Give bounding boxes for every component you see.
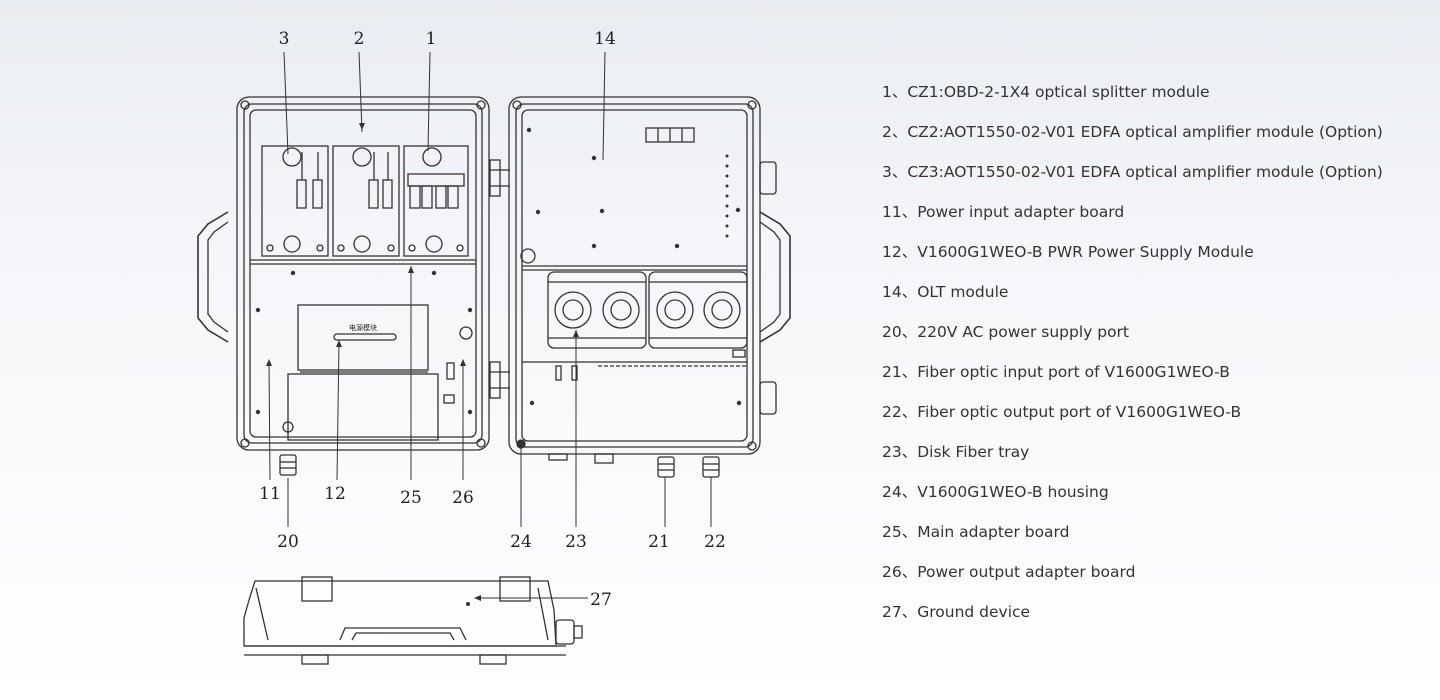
left-door: [197, 96, 490, 451]
callout-22: 22: [704, 532, 726, 552]
legend-item: 1、CZ1:OBD-2-1X4 optical splitter module: [882, 83, 1210, 101]
callouts: 3 2 1 14 11 12 25 26 20 24 23 21 22 27: [259, 29, 726, 610]
module-label: 电源模块: [349, 323, 377, 332]
callout-11: 11: [259, 484, 281, 504]
legend-item: 11、Power input adapter board: [882, 203, 1125, 221]
legend-item: 22、Fiber optic output port of V1600G1WEO…: [882, 403, 1242, 421]
legend-item: 14、OLT module: [882, 283, 1009, 301]
legend-item: 23、Disk Fiber tray: [882, 443, 1030, 461]
legend-item: 20、220V AC power supply port: [882, 323, 1130, 341]
callout-1: 1: [426, 29, 437, 49]
legend-item: 24、V1600G1WEO-B housing: [882, 483, 1109, 501]
callout-12: 12: [324, 484, 346, 504]
callout-24: 24: [510, 532, 532, 552]
legend-item: 25、Main adapter board: [882, 523, 1070, 541]
legend-list: 1、CZ1:OBD-2-1X4 optical splitter module …: [882, 80, 1402, 640]
module-cz2: [332, 145, 400, 257]
callout-23: 23: [565, 532, 587, 552]
module-cz1: [403, 145, 469, 257]
right-body: [508, 96, 791, 464]
power-supply-module: [282, 304, 455, 441]
fiber-tray: [547, 271, 748, 349]
side-view: [243, 576, 583, 665]
enclosure-diagram: 电源模块 3 2 1 14 11 12 25 26 20 24 23 21 22…: [197, 29, 791, 665]
callout-3: 3: [279, 29, 290, 49]
callout-27: 27: [590, 590, 612, 610]
legend-item: 12、V1600G1WEO-B PWR Power Supply Module: [882, 243, 1254, 261]
leader-lines: [268, 51, 712, 599]
legend-item: 2、CZ2:AOT1550-02-V01 EDFA optical amplif…: [882, 123, 1383, 141]
callout-21: 21: [648, 532, 670, 552]
legend-item: 21、Fiber optic input port of V1600G1WEO-…: [882, 363, 1230, 381]
callout-2: 2: [354, 29, 365, 49]
module-cz3: [261, 145, 329, 257]
callout-26: 26: [452, 488, 474, 508]
legend-item: 27、Ground device: [882, 603, 1031, 621]
callout-20: 20: [277, 532, 299, 552]
legend-item: 26、Power output adapter board: [882, 563, 1136, 581]
callout-25: 25: [400, 488, 422, 508]
callout-14: 14: [594, 29, 616, 49]
legend-item: 3、CZ3:AOT1550-02-V01 EDFA optical amplif…: [882, 163, 1383, 181]
hinges: [489, 159, 510, 399]
ports: [279, 454, 720, 478]
